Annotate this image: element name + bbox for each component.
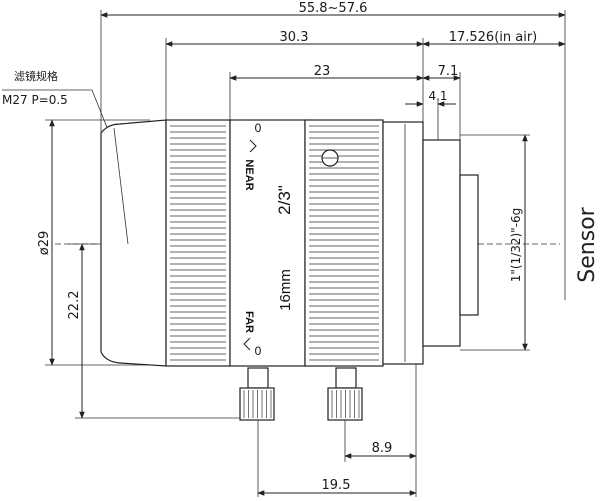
aperture-ring-knurl — [309, 125, 379, 361]
dim-back-focal-label: 17.526(in air) — [449, 30, 538, 45]
dim-total-label: 55.8~57.6 — [299, 1, 368, 16]
filter-spec: M27 P=0.5 — [2, 93, 68, 107]
mount-thread — [459, 174, 479, 316]
front-hood — [100, 119, 167, 367]
dim-8-9-label: 8.9 — [372, 441, 393, 456]
focus-ring — [165, 119, 231, 367]
far-arrow-icon — [243, 337, 251, 351]
filter-leader-diag — [91, 89, 109, 131]
dim-7-1-label: 7.1 — [438, 64, 459, 79]
filter-label: 滤镜规格 — [14, 69, 58, 83]
dim-30-3-label: 30.3 — [280, 30, 309, 45]
mount-flange — [422, 139, 461, 347]
zero-top-marking: 0 — [255, 121, 262, 135]
far-marking: FAR — [243, 311, 255, 333]
dim-23-label: 23 — [314, 64, 331, 79]
rear-body — [382, 121, 424, 365]
dim-diameter-label: ø29 — [37, 231, 52, 256]
dim-4-1-label: 4.1 — [428, 89, 447, 103]
near-marking: NEAR — [243, 159, 255, 190]
aperture-ring — [304, 119, 384, 367]
zero-bottom-marking: 0 — [255, 344, 262, 358]
hood-shade — [113, 127, 129, 245]
focus-ring-knurl — [170, 125, 226, 361]
label-band — [229, 119, 306, 367]
format-marking: 2/3" — [275, 185, 294, 215]
thumb-screw-right — [327, 367, 363, 421]
dim-thread-label: 1"(1/32)"-6g — [509, 208, 523, 283]
dim-19-5-label: 19.5 — [322, 478, 351, 493]
sensor-label: Sensor — [575, 206, 600, 282]
focal-marking: 16mm — [277, 269, 294, 311]
thumb-screw-left — [239, 367, 275, 421]
dim-22-2-label: 22.2 — [67, 291, 82, 320]
near-arrow-icon — [249, 139, 257, 153]
